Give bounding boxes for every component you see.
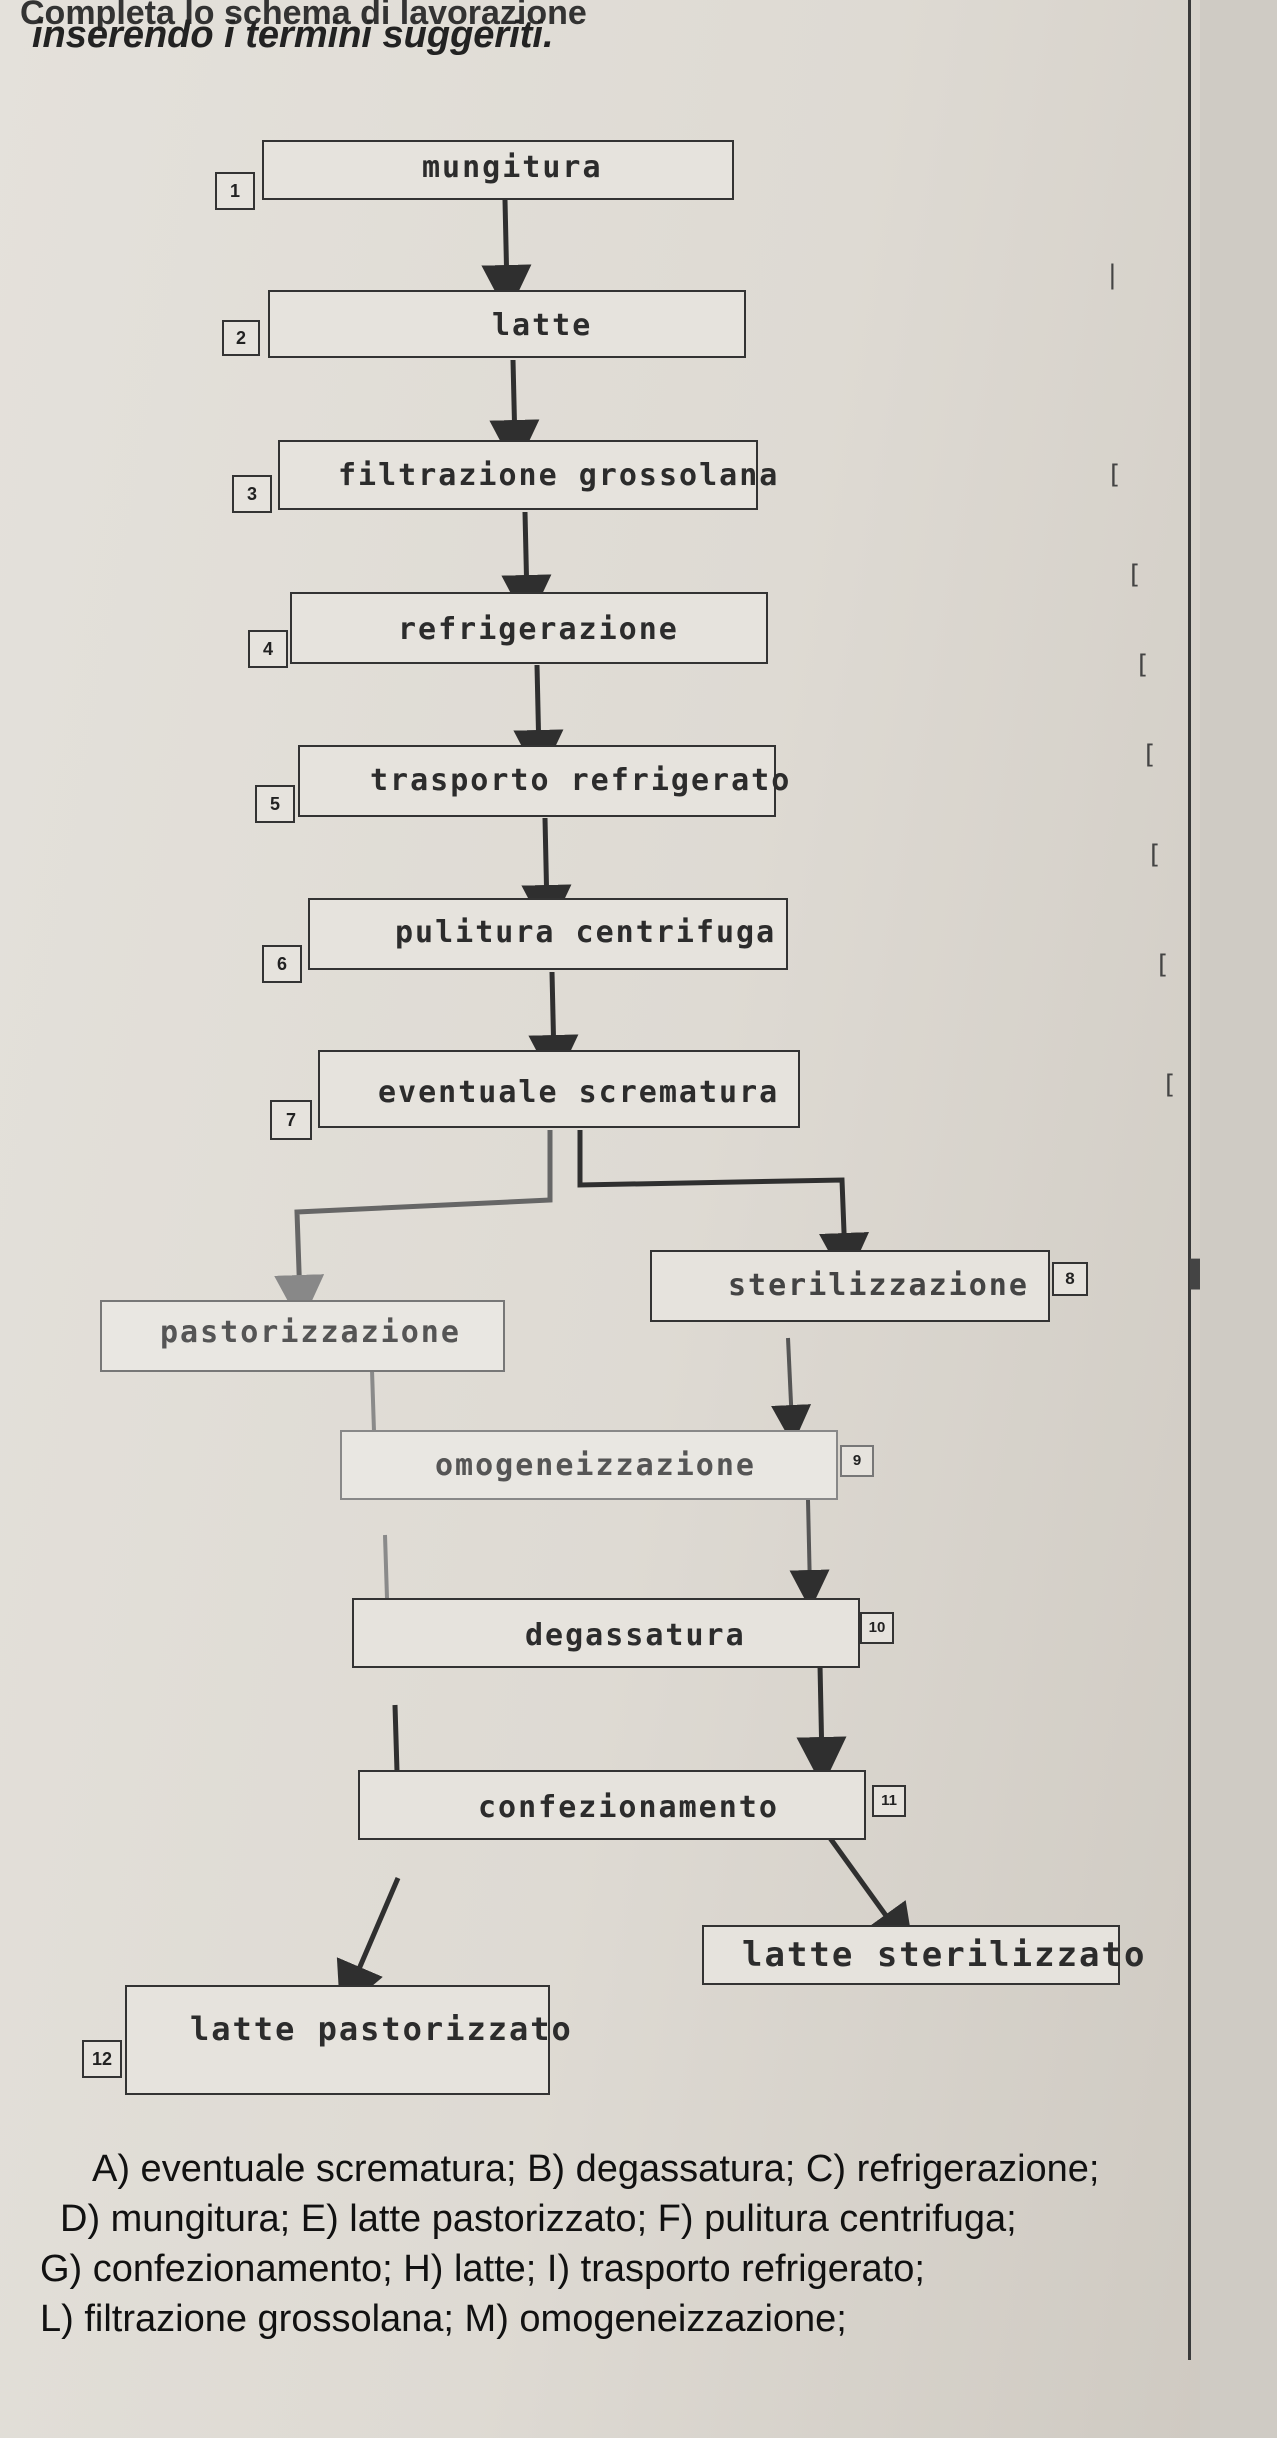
step-number-12: 12 — [82, 2040, 122, 2078]
margin-mark: [ — [1145, 740, 1156, 770]
arrow-7-steril — [577, 1130, 870, 1283]
margin-mark: [ — [1138, 650, 1149, 680]
arrow-3-4 — [501, 511, 552, 625]
arrow-8-9 — [771, 1337, 812, 1445]
label-latte-pastorizzato: latte pastorizzato — [190, 2010, 573, 2048]
step-number-1: 1 — [215, 172, 255, 210]
legend-line-2: D) mungitura; E) latte pastorizzato; F) … — [60, 2198, 1017, 2240]
margin-mark: [ — [1110, 460, 1121, 490]
legend-line-1: A) eventuale scrematura; B) degassatura;… — [92, 2148, 1100, 2190]
box-scrematura — [318, 1050, 800, 1128]
label-omogeneizzazione: omogeneizzazione — [435, 1448, 756, 1483]
arrow-9-10-right — [789, 1499, 830, 1610]
exercise-instruction: inserendo i termini suggeriti. — [32, 14, 554, 56]
page-edge — [1188, 0, 1191, 2360]
step-number-7: 7 — [270, 1100, 312, 1140]
arrow-5-6 — [521, 817, 572, 935]
step-number-11: 11 — [872, 1785, 906, 1817]
step-number-9: 9 — [840, 1445, 874, 1477]
margin-mark: | — [1108, 260, 1117, 290]
step-number-2: 2 — [222, 320, 260, 356]
step-number-6: 6 — [262, 945, 302, 983]
margin-mark: [ — [1158, 950, 1169, 980]
box-latte-pastorizzato — [125, 1985, 550, 2095]
label-refrigerazione: refrigerazione — [398, 612, 679, 647]
box-pastorizzazione — [100, 1300, 505, 1372]
arrow-11-12 — [336, 1877, 401, 2013]
label-pastorizzazione: pastorizzazione — [160, 1315, 461, 1350]
step-number-4: 4 — [248, 630, 288, 668]
margin-mark: [ — [1165, 1070, 1176, 1100]
box-refrigerazione — [290, 592, 768, 664]
box-latte-sterilizzato — [702, 1925, 1120, 1985]
arrow-11-final — [827, 1836, 915, 1956]
label-latte: latte — [492, 308, 593, 343]
label-mungitura: mungitura — [422, 150, 603, 185]
box-omogeneizzazione — [340, 1430, 838, 1500]
label-scrematura: eventuale scrematura — [378, 1075, 780, 1110]
box-confezionamento — [358, 1770, 866, 1840]
box-trasporto — [298, 745, 776, 817]
exercise-title: Completa lo schema di lavorazione — [20, 0, 587, 32]
box-latte — [268, 290, 746, 358]
label-pulitura: pulitura centrifuga — [395, 915, 777, 950]
arrow-1-2 — [481, 199, 532, 315]
box-sterilizzazione — [650, 1250, 1050, 1322]
step-number-10: 10 — [860, 1612, 894, 1644]
box-filtrazione — [278, 440, 758, 510]
label-latte-sterilizzato: latte sterilizzato — [742, 1935, 1147, 1975]
step-number-5: 5 — [255, 785, 295, 823]
label-confezionamento: confezionamento — [478, 1790, 779, 1825]
label-filtrazione: filtrazione grossolana — [338, 458, 780, 493]
legend-line-4: L) filtrazione grossolana; M) omogeneizz… — [40, 2298, 847, 2340]
box-degassatura — [352, 1598, 860, 1668]
box-pulitura — [308, 898, 788, 970]
margin-mark: ▌ — [1190, 1260, 1210, 1290]
legend-line-3: G) confezionamento; H) latte; I) traspor… — [40, 2248, 925, 2290]
step-number-3: 3 — [232, 475, 272, 513]
margin-mark: [ — [1150, 840, 1161, 870]
label-sterilizzazione: sterilizzazione — [728, 1268, 1029, 1303]
arrow-7-pasto — [274, 1130, 553, 1325]
arrow-4-5 — [513, 664, 564, 780]
step-number-8: 8 — [1052, 1262, 1088, 1296]
margin-mark: [ — [1130, 560, 1141, 590]
arrow-2-3 — [489, 359, 540, 470]
label-degassatura: degassatura — [525, 1618, 746, 1653]
box-mungitura — [262, 140, 734, 200]
arrow-6-7 — [528, 971, 579, 1085]
arrow-10-11-right — [796, 1664, 847, 1787]
label-trasporto: trasporto refrigerato — [370, 763, 792, 798]
